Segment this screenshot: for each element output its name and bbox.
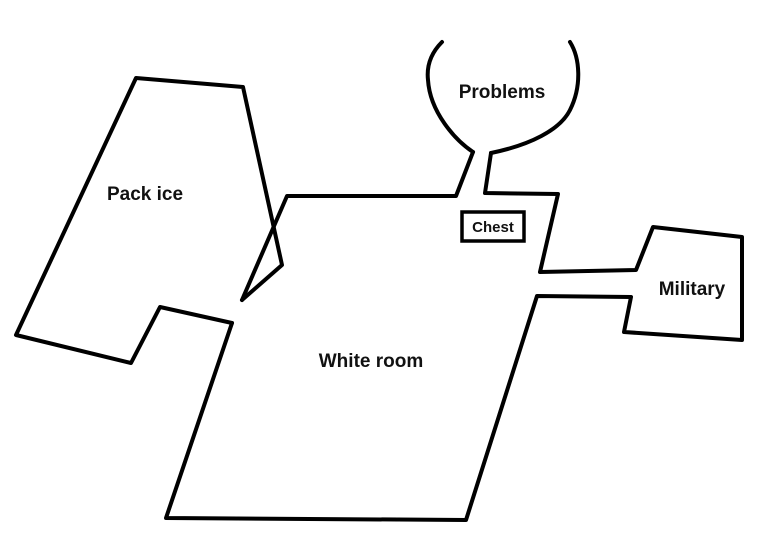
- room-white-room: White room: [164, 150, 744, 522]
- chest: Chest: [460, 210, 526, 243]
- white-room-right-wall: [164, 151, 744, 522]
- problems-outline: [425, 40, 581, 155]
- problems-label: Problems: [459, 82, 546, 103]
- room-pack-ice: Pack ice: [14, 76, 284, 365]
- white-room-left-wall: [240, 150, 475, 302]
- chest-box: [460, 210, 526, 243]
- chest-label: Chest: [472, 219, 514, 236]
- pack-ice-label: Pack ice: [107, 184, 183, 205]
- white-room-label: White room: [319, 351, 424, 372]
- pack-ice-outline: [14, 76, 284, 365]
- military-label: Military: [659, 279, 726, 300]
- room-problems: Problems: [425, 40, 581, 155]
